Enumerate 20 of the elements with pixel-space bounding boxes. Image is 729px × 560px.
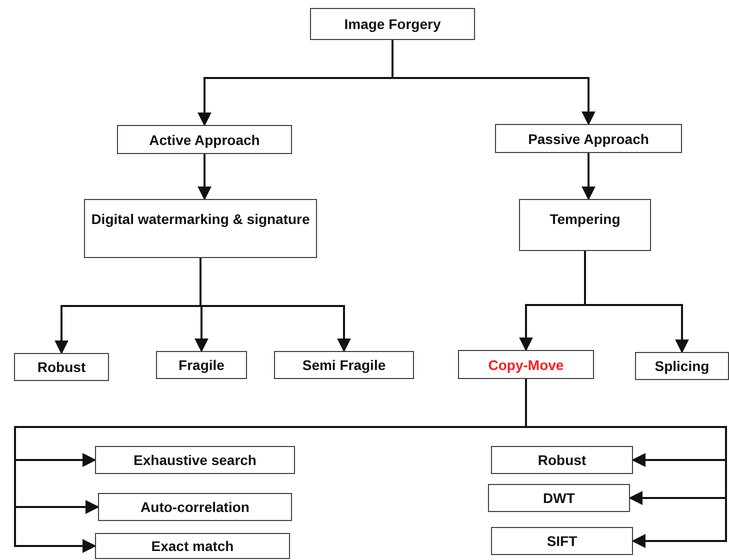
arrow (584, 251, 689, 354)
category-box: Image Forgery (310, 8, 475, 40)
category-box: Digital watermarking & signature (84, 199, 317, 258)
category-box: Active Approach (117, 125, 292, 154)
arrow (582, 153, 596, 200)
category-box: Auto-correlation (98, 493, 292, 521)
category-box: Fragile (156, 351, 247, 379)
category-box: Robust (14, 353, 109, 381)
arrow (392, 40, 596, 126)
category-box: Tempering (519, 199, 651, 251)
category-box: Robust (491, 446, 633, 474)
category-box: Exact match (95, 533, 290, 559)
category-box: Passive Approach (495, 124, 682, 153)
category-box: Exhaustive search (95, 446, 295, 474)
category-box: SIFT (491, 527, 633, 555)
arrow (198, 154, 212, 200)
category-box: Copy-Move (458, 350, 594, 379)
category-box: Semi Fragile (274, 351, 414, 379)
category-box: DWT (488, 484, 630, 512)
category-box: Splicing (635, 352, 729, 380)
